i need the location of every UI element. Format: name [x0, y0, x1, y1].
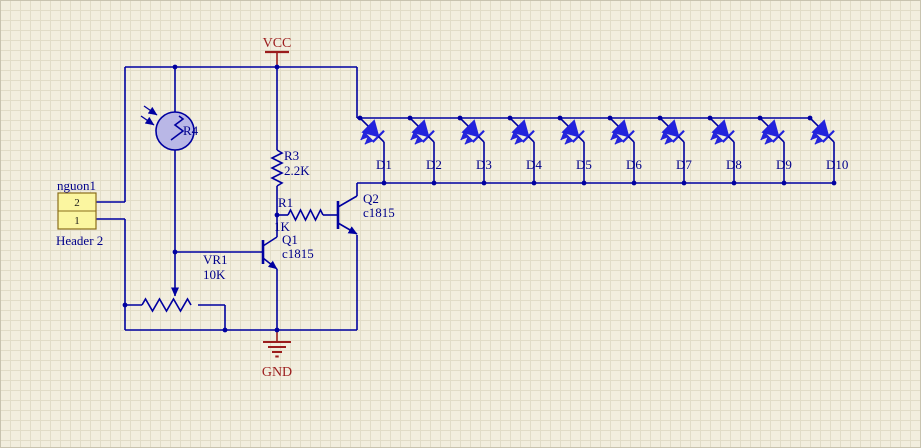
power-port-vcc[interactable]: VCC — [263, 36, 292, 67]
photoresistor-r4[interactable]: R4 — [140, 105, 199, 151]
vcc-label: VCC — [263, 36, 292, 51]
r1-designator: R1 — [278, 195, 293, 210]
resistor-r3[interactable]: R3 2.2K — [270, 148, 310, 187]
light-arrow-icon — [140, 115, 155, 126]
connector-designator: nguon1 — [57, 178, 96, 193]
ground-icon — [263, 341, 291, 358]
junction-dots — [122, 64, 280, 333]
led-label: D9 — [776, 157, 792, 172]
wires[interactable] — [96, 66, 834, 331]
connector-pin-2: 2 — [74, 197, 80, 209]
vr1-value: 10K — [203, 267, 226, 282]
led-label: D4 — [526, 157, 542, 172]
power-port-gnd[interactable]: GND — [262, 330, 292, 380]
connector-header[interactable]: 2 1 nguon1 Header 2 — [56, 178, 103, 248]
led-label: D3 — [476, 157, 492, 172]
led-array: D1 D2 D3 D4 D5 D6 D7 D8 — [349, 112, 848, 185]
led-label: D7 — [676, 157, 692, 172]
led-d4[interactable]: D4 — [499, 112, 542, 185]
vr1-designator: VR1 — [203, 252, 228, 267]
led-label: D1 — [376, 157, 392, 172]
connector-type-label: Header 2 — [56, 233, 103, 248]
led-d1[interactable]: D1 — [349, 112, 392, 185]
r3-designator: R3 — [284, 148, 299, 163]
led-label: D8 — [726, 157, 742, 172]
q1-designator: Q1 — [282, 232, 298, 247]
q2-designator: Q2 — [363, 191, 379, 206]
light-arrow-icon — [143, 105, 158, 116]
led-label: D2 — [426, 157, 442, 172]
q1-value: c1815 — [282, 246, 314, 261]
led-d7[interactable]: D7 — [649, 112, 692, 185]
transistor-q2[interactable]: Q2 c1815 — [336, 191, 395, 235]
r4-designator: R4 — [183, 123, 199, 138]
resistor-r1[interactable]: R1 1K — [274, 195, 324, 234]
led-label: D5 — [576, 157, 592, 172]
connector-pin-1: 1 — [74, 215, 80, 227]
led-d9[interactable]: D9 — [749, 112, 792, 185]
r3-value: 2.2K — [284, 163, 310, 178]
led-d10[interactable]: D10 — [799, 112, 848, 185]
led-d2[interactable]: D2 — [399, 112, 442, 185]
led-d6[interactable]: D6 — [599, 112, 642, 185]
transistor-q1[interactable]: Q1 c1815 — [261, 232, 314, 270]
led-label: D6 — [626, 157, 642, 172]
led-d5[interactable]: D5 — [549, 112, 592, 185]
led-d8[interactable]: D8 — [699, 112, 742, 185]
potentiometer-vr1[interactable]: VR1 10K — [141, 252, 228, 313]
photoresistor-body — [155, 111, 195, 151]
q2-value: c1815 — [363, 205, 395, 220]
gnd-label: GND — [262, 365, 292, 380]
led-label: D10 — [826, 157, 848, 172]
led-d3[interactable]: D3 — [449, 112, 492, 185]
r1-value: 1K — [274, 219, 291, 234]
